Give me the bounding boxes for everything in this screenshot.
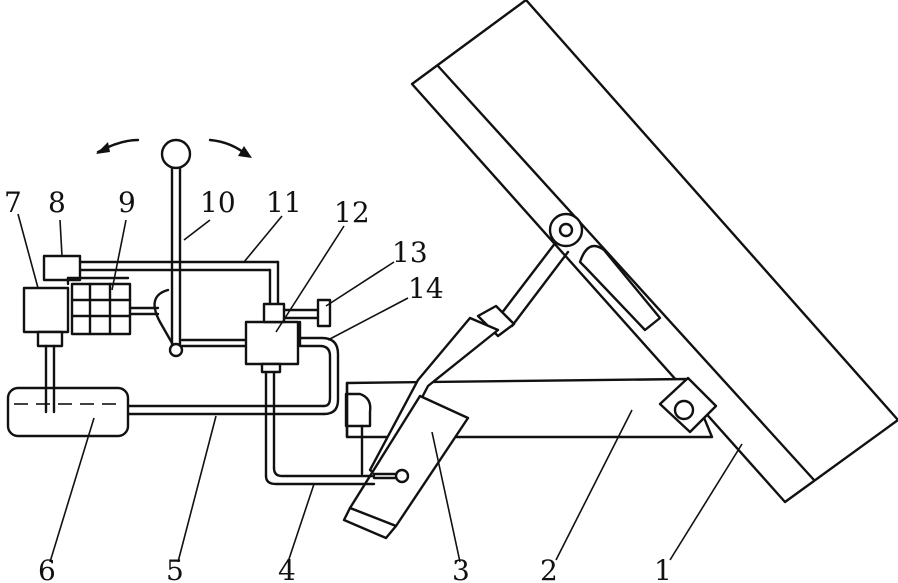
- control-valve: [244, 302, 300, 374]
- pipe-upper: [66, 276, 130, 286]
- label-7: 7: [4, 186, 22, 219]
- label-14: 14: [408, 272, 444, 305]
- label-10: 10: [200, 186, 236, 219]
- valve-block: [70, 282, 160, 336]
- control-lever: [153, 138, 252, 358]
- blade: [410, 0, 898, 504]
- label-8: 8: [48, 186, 66, 219]
- blade-slot: [578, 244, 662, 332]
- pump: [22, 286, 70, 414]
- label-1: 1: [654, 554, 672, 583]
- label-3: 3: [452, 554, 470, 583]
- oil-tank: [6, 386, 130, 438]
- label-5: 5: [166, 554, 184, 583]
- pipe-5-return: [126, 336, 340, 416]
- label-12: 12: [334, 196, 370, 229]
- label-2: 2: [540, 554, 558, 583]
- label-11: 11: [266, 186, 302, 219]
- label-4: 4: [278, 554, 296, 583]
- filter-unit: [42, 254, 82, 282]
- label-9: 9: [118, 186, 136, 219]
- relief-valve: [282, 298, 332, 348]
- swing-arrows: [96, 138, 252, 158]
- hydraulic-cylinder: [342, 212, 584, 540]
- label-6: 6: [38, 554, 56, 583]
- pipe-4: [264, 368, 376, 486]
- leader-lines: [17, 213, 743, 563]
- label-13: 13: [392, 236, 428, 269]
